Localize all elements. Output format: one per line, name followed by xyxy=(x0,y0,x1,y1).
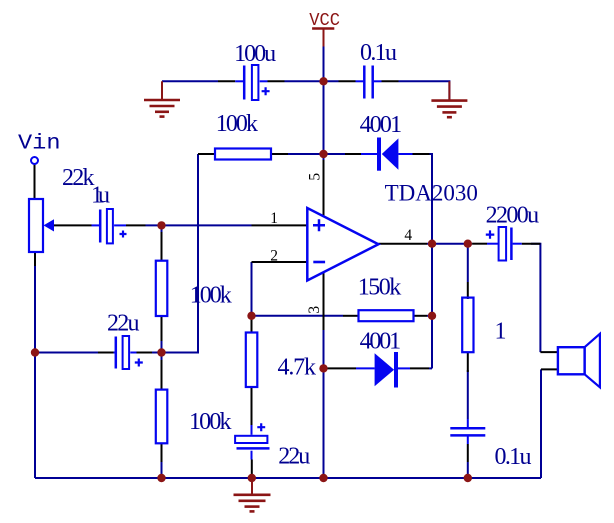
svg-text:22k: 22k xyxy=(62,165,95,191)
svg-text:3: 3 xyxy=(306,306,323,314)
svg-text:5: 5 xyxy=(306,173,323,181)
svg-text:0.1u: 0.1u xyxy=(360,40,397,66)
svg-text:1: 1 xyxy=(495,319,507,345)
svg-text:1: 1 xyxy=(270,210,278,227)
svg-text:VCC: VCC xyxy=(309,11,340,31)
svg-text:4.7k: 4.7k xyxy=(278,354,317,380)
svg-text:4001: 4001 xyxy=(360,112,403,138)
svg-text:100k: 100k xyxy=(216,111,258,137)
svg-text:100k: 100k xyxy=(189,409,232,435)
svg-text:100u: 100u xyxy=(234,41,276,67)
svg-text:1u: 1u xyxy=(91,183,110,209)
svg-text:2: 2 xyxy=(270,247,278,264)
svg-text:2200u: 2200u xyxy=(486,202,539,228)
svg-text:22u: 22u xyxy=(278,444,310,470)
svg-text:4001: 4001 xyxy=(360,328,402,354)
svg-text:22u: 22u xyxy=(107,310,140,336)
svg-text:4: 4 xyxy=(404,227,412,244)
svg-text:Vin: Vin xyxy=(18,132,61,155)
svg-text:0.1u: 0.1u xyxy=(495,444,532,470)
svg-text:150k: 150k xyxy=(358,274,402,300)
svg-text:100k: 100k xyxy=(190,282,232,308)
svg-text:TDA2030: TDA2030 xyxy=(385,181,478,206)
